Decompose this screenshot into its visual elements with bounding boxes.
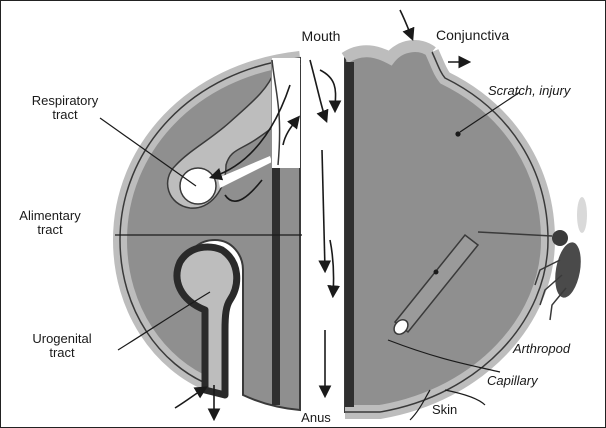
alimentary-label-line2: tract [0,223,100,237]
scratch-injury-label: Scratch, injury [488,84,570,98]
arthropod-label: Arthropod [513,342,570,356]
mouth-label: Mouth [281,29,361,44]
conjunctiva-label: Conjunctiva [436,28,509,43]
urogenital-label-line2: tract [12,346,112,360]
right-body-half [345,46,548,412]
urogenital-tract-label: Urogenital tract [12,332,112,361]
respiratory-tract-label: Respiratory tract [10,94,120,123]
capillary-label: Capillary [487,374,538,388]
urogenital-label-line1: Urogenital [12,332,112,346]
anus-label: Anus [286,411,346,425]
respiratory-label-line2: tract [10,108,120,122]
alimentary-tract-label: Alimentary tract [0,209,100,238]
alimentary-label-line1: Alimentary [0,209,100,223]
skin-label: Skin [432,403,457,417]
alimentary-lining-left [272,165,280,405]
respiratory-label-line1: Respiratory [10,94,120,108]
